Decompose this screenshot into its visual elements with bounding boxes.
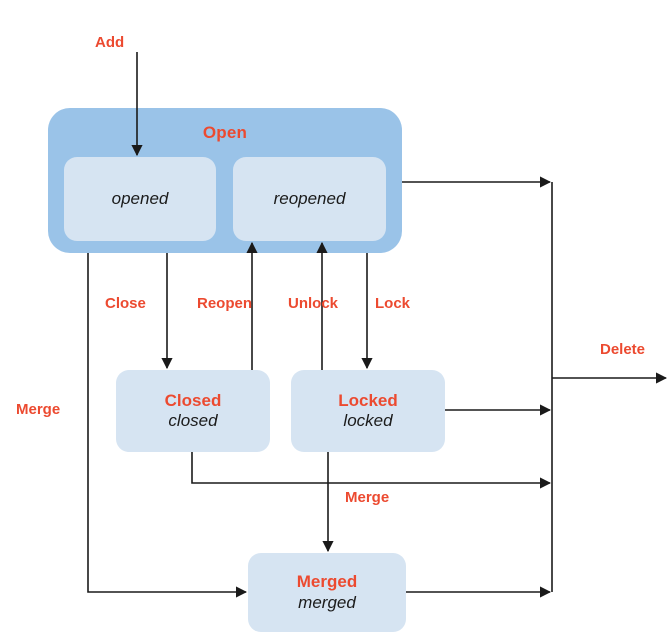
node-sub-merged: merged [298, 592, 356, 612]
edge-label-delete: Delete [600, 341, 646, 358]
edge-merge-mid-path [191, 452, 552, 489]
node-title-closed: Closed [164, 390, 222, 410]
edge-merge-left-path [87, 253, 248, 598]
node-shape-closed[interactable] [116, 370, 270, 452]
node-sub-reopened: reopened [273, 188, 346, 208]
group-title-open: Open [202, 123, 248, 142]
node-sub-locked: locked [343, 411, 393, 430]
node-shape-locked[interactable] [291, 370, 445, 452]
node-label-reopened[interactable]: reopened [233, 157, 386, 241]
edge-label-unlock: Unlock [288, 295, 339, 312]
node-label-merged[interactable]: Merged merged [248, 553, 406, 632]
edge-label-close: Close [105, 295, 146, 312]
edge-label-reopen: Reopen [197, 295, 253, 312]
node-label-opened[interactable]: opened [64, 157, 216, 241]
edge-label-merge-mid: Merge [345, 489, 390, 506]
node-sub-opened: opened [111, 188, 169, 208]
edge-label-add: Add [95, 34, 125, 51]
node-shape-merged[interactable] [248, 553, 406, 632]
node-sub-closed: closed [168, 411, 218, 430]
edge-label-merge-left: Merge [16, 401, 61, 418]
node-label-locked[interactable]: Locked locked [291, 370, 445, 452]
edge-label-lock: Lock [375, 295, 411, 312]
node-title-merged: Merged [296, 572, 358, 592]
node-label-closed[interactable]: Closed closed [116, 370, 270, 452]
node-shape-reopened[interactable] [233, 157, 386, 241]
node-shape-opened[interactable] [64, 157, 216, 241]
node-title-locked: Locked [338, 390, 398, 410]
